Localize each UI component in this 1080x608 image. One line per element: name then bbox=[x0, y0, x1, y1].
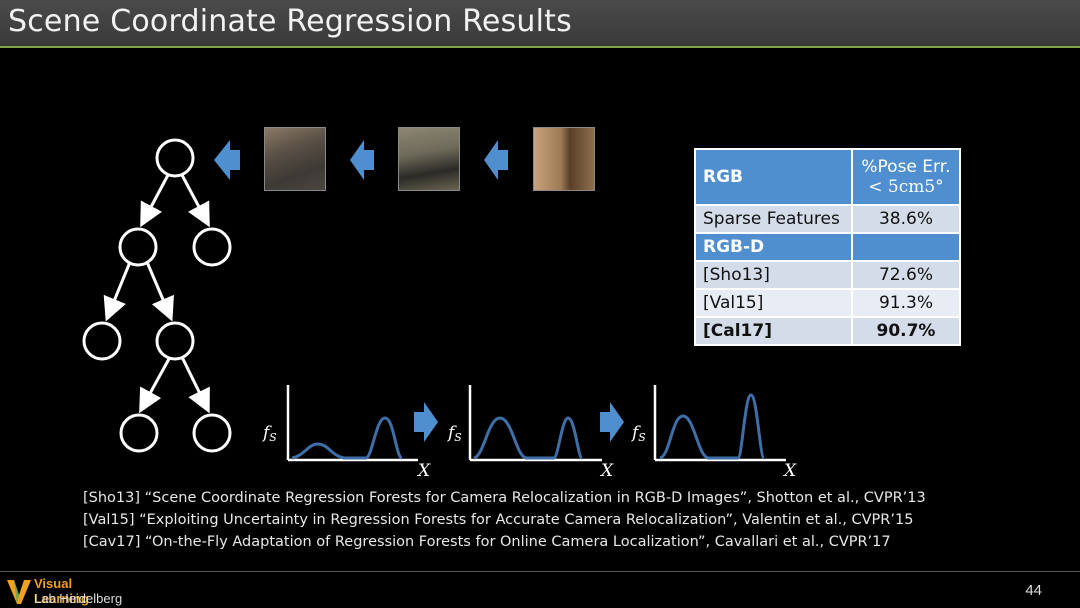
tree-node bbox=[118, 227, 158, 267]
right-arrow-icon bbox=[600, 402, 624, 442]
left-arrow-icon bbox=[350, 140, 374, 180]
left-arrow-icon bbox=[214, 140, 240, 180]
table-row: [Cal17] 90.7% bbox=[694, 316, 962, 346]
plot1-xlabel: X bbox=[416, 461, 431, 481]
reference-item: [Cav17] “On-the-Fly Adaptation of Regres… bbox=[83, 534, 891, 550]
image-patch-thumbnail bbox=[533, 127, 595, 191]
decision-tree bbox=[82, 138, 232, 453]
plot1-ylabel: fS bbox=[261, 423, 277, 444]
logo-mark-icon bbox=[7, 580, 31, 604]
reference-item: [Sho13] “Scene Coordinate Regression For… bbox=[83, 490, 926, 506]
pose-error-header: %Pose Err. < 5cm5° bbox=[850, 148, 962, 206]
diagram-canvas: fS X fS X fS X bbox=[82, 138, 797, 481]
left-arrow-icon bbox=[484, 140, 508, 180]
image-patch-thumbnail bbox=[398, 127, 460, 191]
logo-line2: Lab Heidelberg bbox=[34, 591, 123, 606]
density-plot-1 bbox=[286, 385, 418, 462]
plot3-ylabel: fS bbox=[630, 423, 646, 444]
page-title: Scene Coordinate Regression Results bbox=[8, 4, 572, 39]
tree-node bbox=[155, 321, 195, 361]
density-plot-3 bbox=[653, 385, 786, 462]
rgb-header: RGB bbox=[694, 148, 853, 206]
page-number: 44 bbox=[1025, 582, 1042, 599]
tree-node bbox=[119, 413, 159, 453]
plot2-ylabel: fS bbox=[446, 423, 462, 444]
reference-item: [Val15] “Exploiting Uncertainty in Regre… bbox=[83, 512, 914, 528]
tree-node bbox=[192, 413, 232, 453]
plot3-xlabel: X bbox=[782, 461, 797, 481]
references: [Sho13] “Scene Coordinate Regression For… bbox=[83, 487, 1073, 553]
logo-line1: Visual Learning bbox=[34, 576, 89, 606]
density-plot-2 bbox=[468, 385, 602, 462]
image-patch-thumbnail bbox=[264, 127, 326, 191]
results-table: RGB %Pose Err. < 5cm5° Sparse Features 3… bbox=[694, 148, 962, 346]
table-row: Sparse Features 38.6% bbox=[694, 204, 962, 234]
table-row: [Val15] 91.3% bbox=[694, 288, 962, 318]
lab-logo: Visual Learning Lab Heidelberg bbox=[6, 576, 126, 607]
footer: Visual Learning Lab Heidelberg 44 bbox=[0, 571, 1080, 608]
right-arrow-icon bbox=[414, 402, 438, 442]
table-row: [Sho13] 72.6% bbox=[694, 260, 962, 290]
tree-node bbox=[82, 321, 122, 361]
table-section-row: RGB-D bbox=[694, 232, 962, 262]
tree-node-root bbox=[155, 138, 195, 178]
plot2-xlabel: X bbox=[599, 461, 614, 481]
title-bar: Scene Coordinate Regression Results bbox=[0, 0, 1080, 48]
table-header-row: RGB %Pose Err. < 5cm5° bbox=[694, 148, 962, 206]
tree-node bbox=[192, 227, 232, 267]
